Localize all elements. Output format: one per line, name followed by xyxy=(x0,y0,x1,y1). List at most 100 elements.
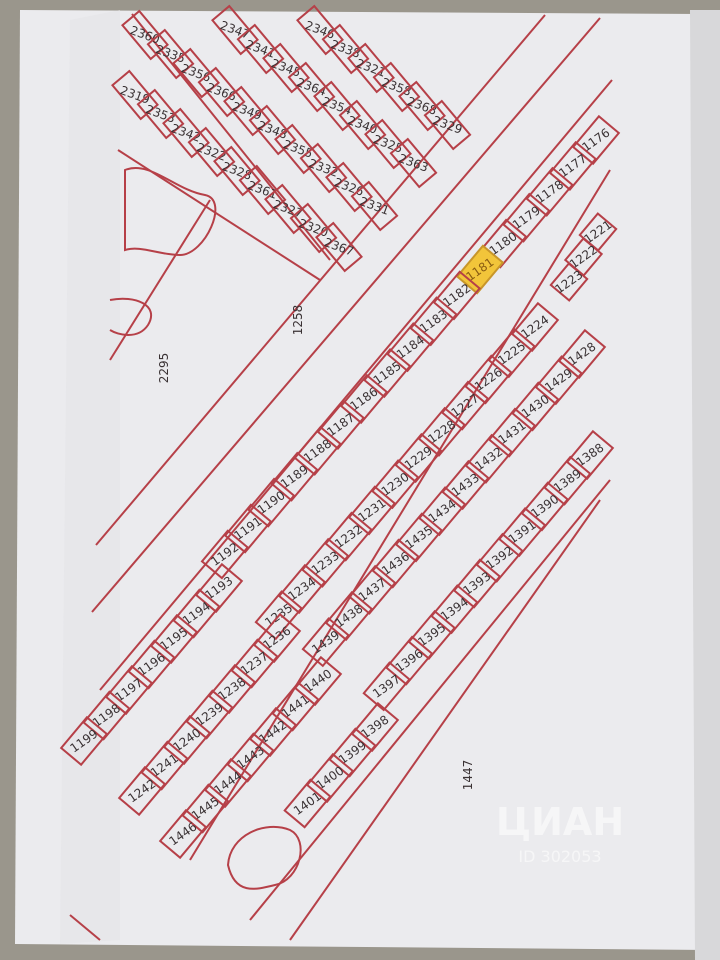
lot-parcel[interactable]: 2367 xyxy=(314,221,363,273)
lot-number: 1236 xyxy=(260,624,293,653)
lot-boundary xyxy=(211,4,259,56)
lot-boundary xyxy=(430,584,479,635)
lot-boundary xyxy=(348,564,397,615)
lot-parcel[interactable]: 2329 xyxy=(423,99,472,151)
lot-number: 1240 xyxy=(170,726,203,755)
lot-number: 2342 xyxy=(169,121,202,145)
lot-number: 1198 xyxy=(90,701,123,730)
lot-number: 1194 xyxy=(180,599,213,628)
lot-boundary xyxy=(557,328,607,380)
lot-number: 2328 xyxy=(220,159,253,183)
lot-number: 1193 xyxy=(202,574,235,603)
lot-boundary xyxy=(372,61,421,113)
lot-boundary xyxy=(287,61,336,113)
lot-boundary xyxy=(301,537,350,588)
lot-boundary xyxy=(301,617,350,668)
lot-number: 2358 xyxy=(380,75,413,99)
lot-boundary xyxy=(313,80,361,132)
lot-number: 2332 xyxy=(307,156,340,180)
lot-boundary xyxy=(296,4,344,56)
lot-boundary xyxy=(386,322,435,373)
lot-boundary xyxy=(497,507,547,558)
lot-parcel[interactable]: 2363 xyxy=(389,137,438,189)
lot-parcel[interactable]: 2331 xyxy=(350,180,399,232)
lot-boundary xyxy=(194,562,244,614)
lot-boundary xyxy=(423,99,472,151)
lot-number: 1398 xyxy=(358,713,391,742)
lot-boundary xyxy=(104,664,154,716)
lot-boundary xyxy=(59,715,109,767)
lot-number: 1237 xyxy=(238,649,271,678)
block-boundary-line xyxy=(109,199,211,361)
lot-boundary xyxy=(534,355,583,406)
lot-number: 2320 xyxy=(297,216,330,240)
pond-outline xyxy=(124,167,217,257)
lot-number: 2347 xyxy=(218,18,251,42)
lot-parcel[interactable]: 1222 xyxy=(563,237,604,278)
block-boundary-line xyxy=(131,13,331,261)
lot-boundary xyxy=(117,765,167,817)
lot-boundary xyxy=(464,433,514,484)
lot-boundary xyxy=(384,635,434,686)
lot-parcel[interactable]: 1221 xyxy=(578,212,618,253)
lot-boundary xyxy=(371,538,420,589)
lot-number: 1446 xyxy=(166,820,199,849)
lot-number: 2325 xyxy=(371,132,404,156)
lot-number: 2338 xyxy=(329,37,362,61)
lot-boundary xyxy=(487,328,536,379)
lot-boundary xyxy=(146,28,195,80)
lot-boundary xyxy=(162,714,212,766)
lot-boundary xyxy=(452,558,502,609)
lot-number: 2319 xyxy=(118,83,151,107)
lot-boundary xyxy=(440,380,490,431)
lot-number: 1196 xyxy=(135,650,168,679)
lot-boundary xyxy=(293,655,343,707)
lot-boundary xyxy=(127,639,176,690)
area-label-left: 2295 xyxy=(157,353,171,384)
lot-boundary xyxy=(203,757,253,809)
lot-boundary xyxy=(305,752,355,804)
block-boundary-line xyxy=(69,914,101,941)
road-boundary-line xyxy=(99,79,613,691)
lot-number: 2353 xyxy=(144,102,177,126)
lot-parcel[interactable]: 1223 xyxy=(549,262,589,303)
lot-boundary xyxy=(223,85,271,137)
pond-outline xyxy=(109,297,152,336)
lot-number: 2366 xyxy=(205,80,238,104)
road-boundary-line xyxy=(91,17,601,613)
lot-number: 1195 xyxy=(157,625,190,654)
lot-boundary xyxy=(510,301,560,353)
lot-boundary xyxy=(262,42,310,94)
lot-boundary xyxy=(475,532,524,583)
lot-boundary xyxy=(293,425,342,476)
road-boundary-line xyxy=(189,169,611,861)
lot-boundary xyxy=(339,373,389,425)
lot-number: 2341 xyxy=(244,37,277,61)
lot-number: 2322 xyxy=(195,140,228,164)
lot-boundary xyxy=(417,486,467,537)
lot-boundary xyxy=(158,808,208,860)
road-boundary-line xyxy=(95,14,546,546)
lot-boundary xyxy=(455,244,505,295)
lot-boundary xyxy=(389,137,438,189)
lot-boundary xyxy=(246,477,296,528)
lot-highlighted[interactable]: 1181 xyxy=(455,244,505,295)
lot-number: 1440 xyxy=(301,667,334,696)
lot-boundary xyxy=(464,354,513,405)
lot-boundary xyxy=(172,588,221,639)
road-boundary-line xyxy=(249,479,611,921)
lot-number: 1400 xyxy=(313,764,346,793)
lot-boundary xyxy=(270,451,319,502)
lot-number: 2368 xyxy=(405,94,438,118)
lot-boundary xyxy=(394,432,443,484)
lot-boundary xyxy=(525,166,574,217)
lot-boundary xyxy=(299,142,348,194)
road-label: 1258 xyxy=(291,305,305,336)
lot-boundary xyxy=(248,706,298,758)
lot-boundary xyxy=(502,192,551,243)
lot-boundary xyxy=(571,114,621,166)
lot-boundary xyxy=(316,399,366,450)
lot-boundary xyxy=(324,511,373,562)
